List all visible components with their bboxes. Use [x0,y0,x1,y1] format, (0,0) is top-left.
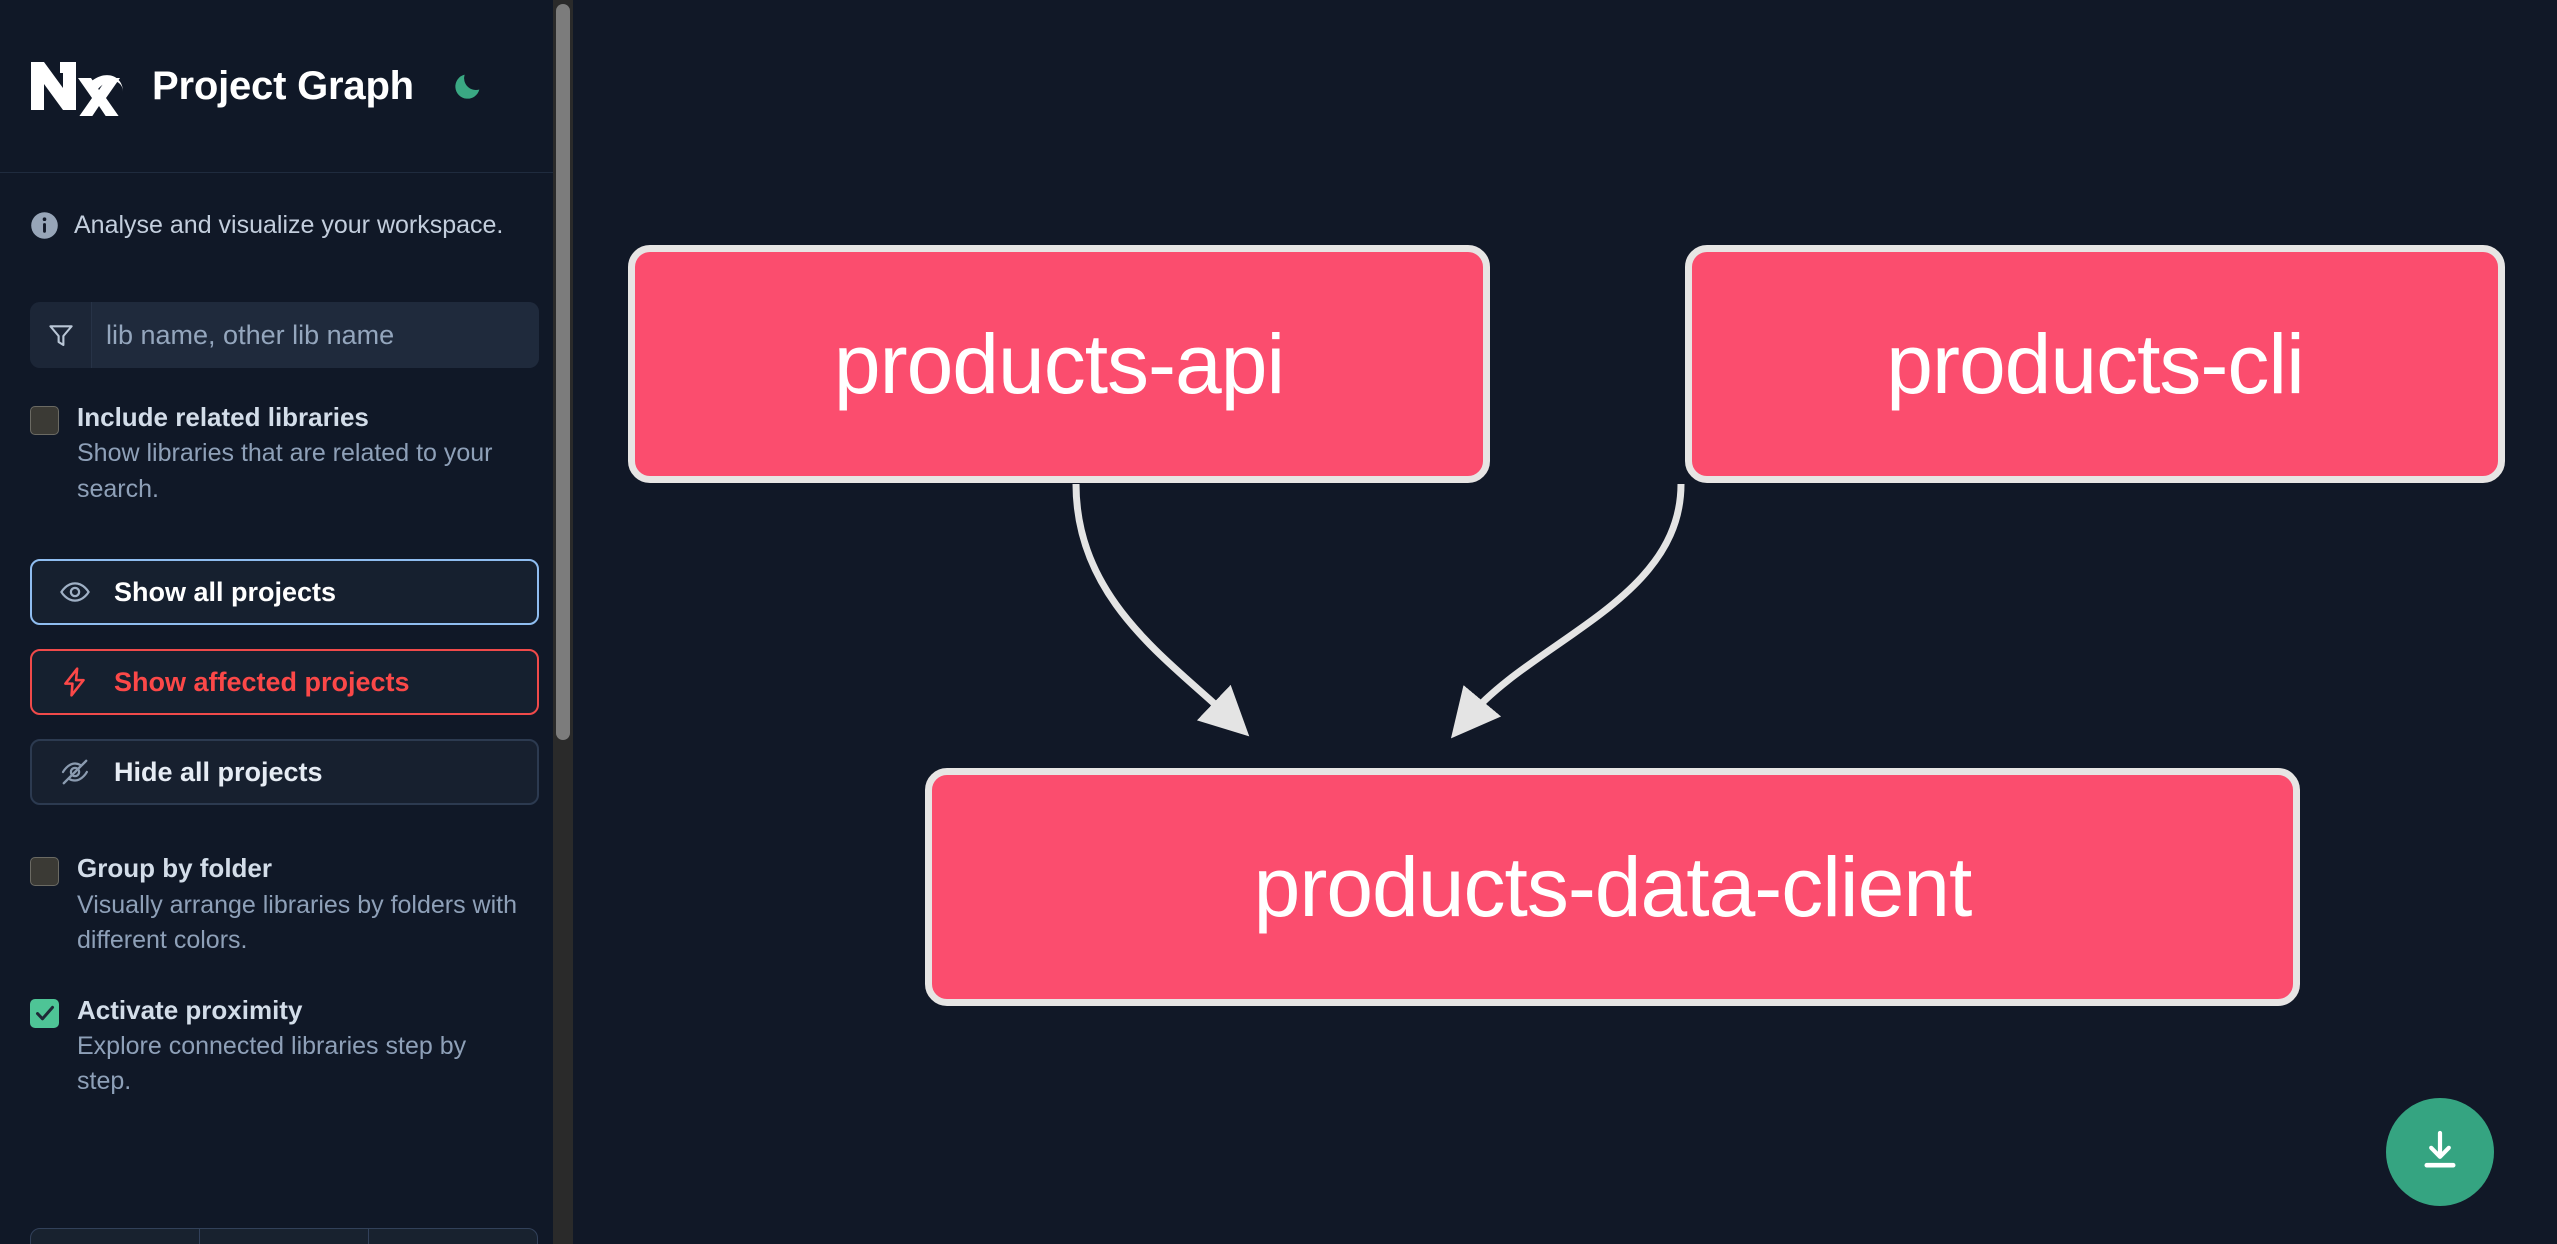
button-label: Show affected projects [114,666,410,697]
edge-products-cli-to-products-data-client [1450,483,1685,739]
graph-node-products-data-client[interactable]: products-data-client [925,768,2300,1006]
sidebar-scrollbar-thumb[interactable] [556,4,570,740]
eye-icon [58,575,92,609]
graph-node-products-api[interactable]: products-api [628,245,1490,483]
sidebar-header: Project Graph [0,0,573,173]
include-related-libraries-checkbox[interactable] [30,406,59,435]
filter-search-box[interactable] [30,302,539,368]
page-title: Project Graph [152,63,414,108]
lightning-icon [58,665,92,699]
checkbox-row-group-by-folder[interactable]: Group by folder Visually arrange librari… [30,851,539,958]
checkbox-label: Group by folder [77,853,272,884]
segment-3[interactable] [369,1229,537,1244]
checkbox-description: Explore connected libraries step by step… [77,1031,467,1096]
sidebar-scrollbar-track[interactable] [553,0,573,1244]
checkbox-row-include-related-libraries[interactable]: Include related libraries Show libraries… [30,400,539,507]
eye-slash-icon [58,755,92,789]
show-all-projects-button[interactable]: Show all projects [30,559,539,626]
download-button[interactable] [2386,1098,2494,1206]
checkbox-description: Show libraries that are related to your … [77,439,493,503]
moon-icon[interactable] [446,64,490,108]
node-label: products-cli [1886,317,2304,411]
download-icon [2416,1126,2464,1179]
sidebar-body: Analyse and visualize your workspace. In… [0,173,573,1100]
checkbox-texts: Activate proximity Explore connected lib… [77,993,525,1100]
group-by-folder-checkbox[interactable] [30,857,59,887]
activate-proximity-checkbox[interactable] [30,998,59,1028]
bottom-segmented-control[interactable] [30,1228,538,1244]
graph-canvas[interactable]: products-api products-cli products-data-… [573,0,2557,1244]
node-label: products-api [833,317,1285,411]
checkbox-texts: Group by folder Visually arrange librari… [77,851,525,958]
checkbox-texts: Include related libraries Show libraries… [77,400,525,507]
checkbox-label: Include related libraries [77,402,369,432]
show-affected-projects-button[interactable]: Show affected projects [30,649,539,716]
graph-edges [1072,483,1685,739]
button-label: Hide all projects [114,756,323,787]
graph-node-products-cli[interactable]: products-cli [1685,245,2505,483]
checkbox-row-activate-proximity[interactable]: Activate proximity Explore connected lib… [30,993,539,1100]
tagline: Analyse and visualize your workspace. [30,173,539,250]
button-label: Show all projects [114,576,337,607]
checkbox-label: Activate proximity [77,994,303,1025]
segment-2[interactable] [200,1229,369,1244]
nx-logo-icon [30,56,124,118]
search-input[interactable] [92,302,539,368]
action-button-group: Show all projects Show affected projects [30,559,539,806]
node-label: products-data-client [1253,840,1973,934]
hide-all-projects-button[interactable]: Hide all projects [30,739,539,806]
funnel-icon [30,302,92,368]
checkbox-description: Visually arrange libraries by folders wi… [77,890,518,955]
segment-1[interactable] [31,1229,200,1244]
tagline-text: Analyse and visualize your workspace. [74,211,504,239]
info-icon [30,211,59,240]
edge-products-api-to-products-data-client [1072,483,1250,737]
sidebar: Project Graph Analyse and visualize your… [0,0,573,1244]
